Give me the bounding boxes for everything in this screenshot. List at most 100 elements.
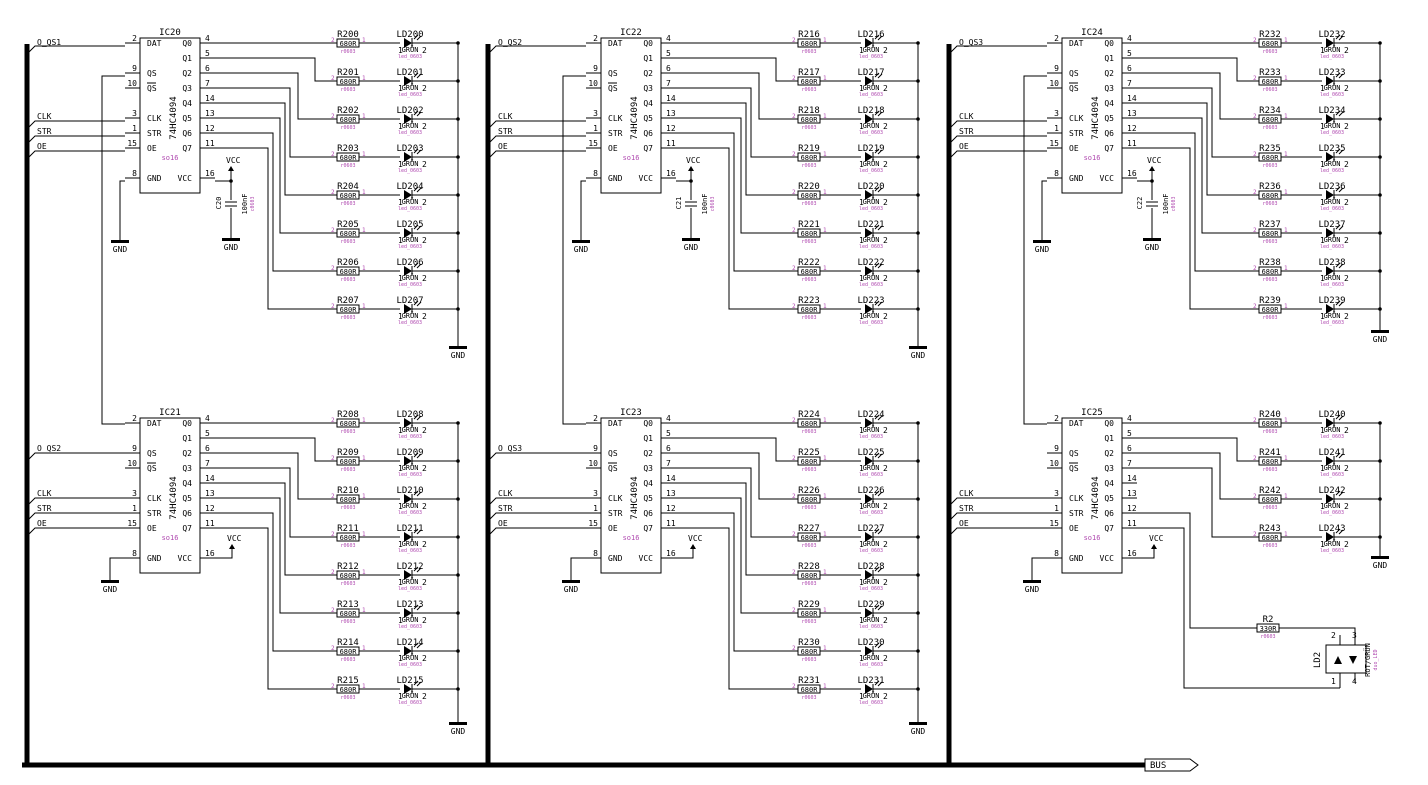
resistor-pin: 2: [331, 493, 335, 500]
led-diode-icon: [404, 608, 412, 618]
ground-symbol: [449, 722, 467, 725]
led-ray: [874, 148, 880, 154]
pin-label: DAT: [608, 39, 623, 48]
pin-label: Q1: [1104, 434, 1114, 443]
pin-number: 3: [132, 489, 137, 498]
pin-label: Q7: [643, 524, 653, 533]
resistor-value: 680R: [340, 154, 358, 162]
led-pin: 2: [883, 426, 888, 435]
led-pin: 1: [398, 160, 403, 169]
ground-label: GND: [1035, 245, 1050, 254]
pin-number: 16: [666, 549, 676, 558]
wire: [676, 132, 798, 272]
led-color: GRÜN: [1324, 83, 1341, 92]
resistor-pin: 2: [792, 607, 796, 614]
resistor-package: r0603: [340, 277, 355, 283]
pin-number: 12: [666, 124, 676, 133]
led-pin: 1: [398, 540, 403, 549]
bus-port-label: BUS: [1150, 761, 1166, 771]
led-ray: [413, 566, 419, 572]
wire: [948, 497, 1047, 507]
led-ray: [1335, 224, 1341, 230]
resistor-package: r0603: [1260, 634, 1275, 640]
ground-label: GND: [1145, 243, 1160, 252]
wire: [1137, 467, 1259, 538]
wire: [26, 150, 125, 160]
led-diode-icon: [404, 646, 412, 656]
pin-number: 15: [127, 139, 137, 148]
resistor-package: r0603: [340, 163, 355, 169]
led-ray: [877, 529, 883, 535]
led-ray: [877, 415, 883, 421]
wire: [487, 452, 586, 462]
resistor-value: 680R: [801, 78, 819, 86]
ic-name: IC24: [1081, 28, 1103, 38]
led-color: GRÜN: [1324, 235, 1341, 244]
resistor-value: 680R: [801, 572, 819, 580]
led-pin: 1: [398, 502, 403, 511]
pin-label: Q0: [1104, 39, 1114, 48]
resistor-name: R211: [337, 524, 359, 534]
pin-number: 3: [1054, 109, 1059, 118]
led-pin: 2: [1344, 464, 1349, 473]
pin-label: Q3: [1104, 464, 1114, 473]
led-ray: [1338, 415, 1344, 421]
pin-number: 8: [132, 549, 137, 558]
led-ray: [877, 73, 883, 79]
net-label: O_QS3: [498, 444, 522, 453]
resistor-package: r0603: [340, 505, 355, 511]
resistor-pin: 2: [1253, 189, 1257, 196]
led-ray: [416, 111, 422, 117]
resistor-value: 680R: [801, 420, 819, 428]
ic-body: [600, 37, 662, 194]
wire: [1137, 102, 1259, 196]
pin-number: 7: [1127, 79, 1132, 88]
led-name: LD223: [857, 296, 884, 306]
net-label: OE: [959, 519, 969, 528]
vcc-arrow-icon: [1149, 166, 1155, 171]
led-ray: [416, 643, 422, 649]
led-ray: [877, 111, 883, 117]
led-package: led_0603: [859, 472, 883, 478]
led-ray: [874, 566, 880, 572]
pin-number: 4: [1127, 414, 1132, 423]
wire: [215, 102, 337, 196]
pin-label: Q7: [1104, 524, 1114, 533]
ground-symbol: [222, 238, 240, 241]
ground-symbol: [909, 346, 927, 349]
led-package: led_0603: [859, 130, 883, 136]
resistor-value: 680R: [340, 116, 358, 124]
pin-label: STR: [608, 129, 623, 138]
led-diode-icon: [404, 684, 412, 694]
led-name: LD229: [857, 600, 884, 610]
resistor-value: 680R: [340, 572, 358, 580]
led-color: GRÜN: [863, 425, 880, 434]
led-package: led_0603: [859, 320, 883, 326]
net-label: STR: [498, 127, 513, 136]
pin-number: 2: [1054, 34, 1059, 43]
led-color: GRÜN: [863, 653, 880, 662]
led-package: led_0603: [398, 320, 422, 326]
capacitor-value: 100nF: [241, 193, 249, 214]
pin-label: OE: [608, 524, 618, 533]
pin-label: DAT: [1069, 39, 1084, 48]
resistor-pin: 2: [331, 607, 335, 614]
wire: [1137, 452, 1259, 500]
resistor-value: 680R: [340, 78, 358, 86]
led-pin: 2: [422, 274, 427, 283]
led-package: led_0603: [398, 282, 422, 288]
pin-label: GND: [147, 554, 162, 563]
resistor-pin: 1: [362, 37, 366, 44]
resistor-value: 330R: [1260, 625, 1278, 633]
led-diode-icon: [1326, 76, 1334, 86]
led-ray: [877, 149, 883, 155]
wire: [948, 120, 1047, 130]
resistor-value: 680R: [340, 306, 358, 314]
wire: [215, 87, 337, 158]
led-pin: 2: [883, 46, 888, 55]
led-ray: [1335, 186, 1341, 192]
vcc-label: VCC: [686, 156, 701, 165]
led-pin: 1: [859, 540, 864, 549]
resistor-name: R239: [1259, 296, 1281, 306]
